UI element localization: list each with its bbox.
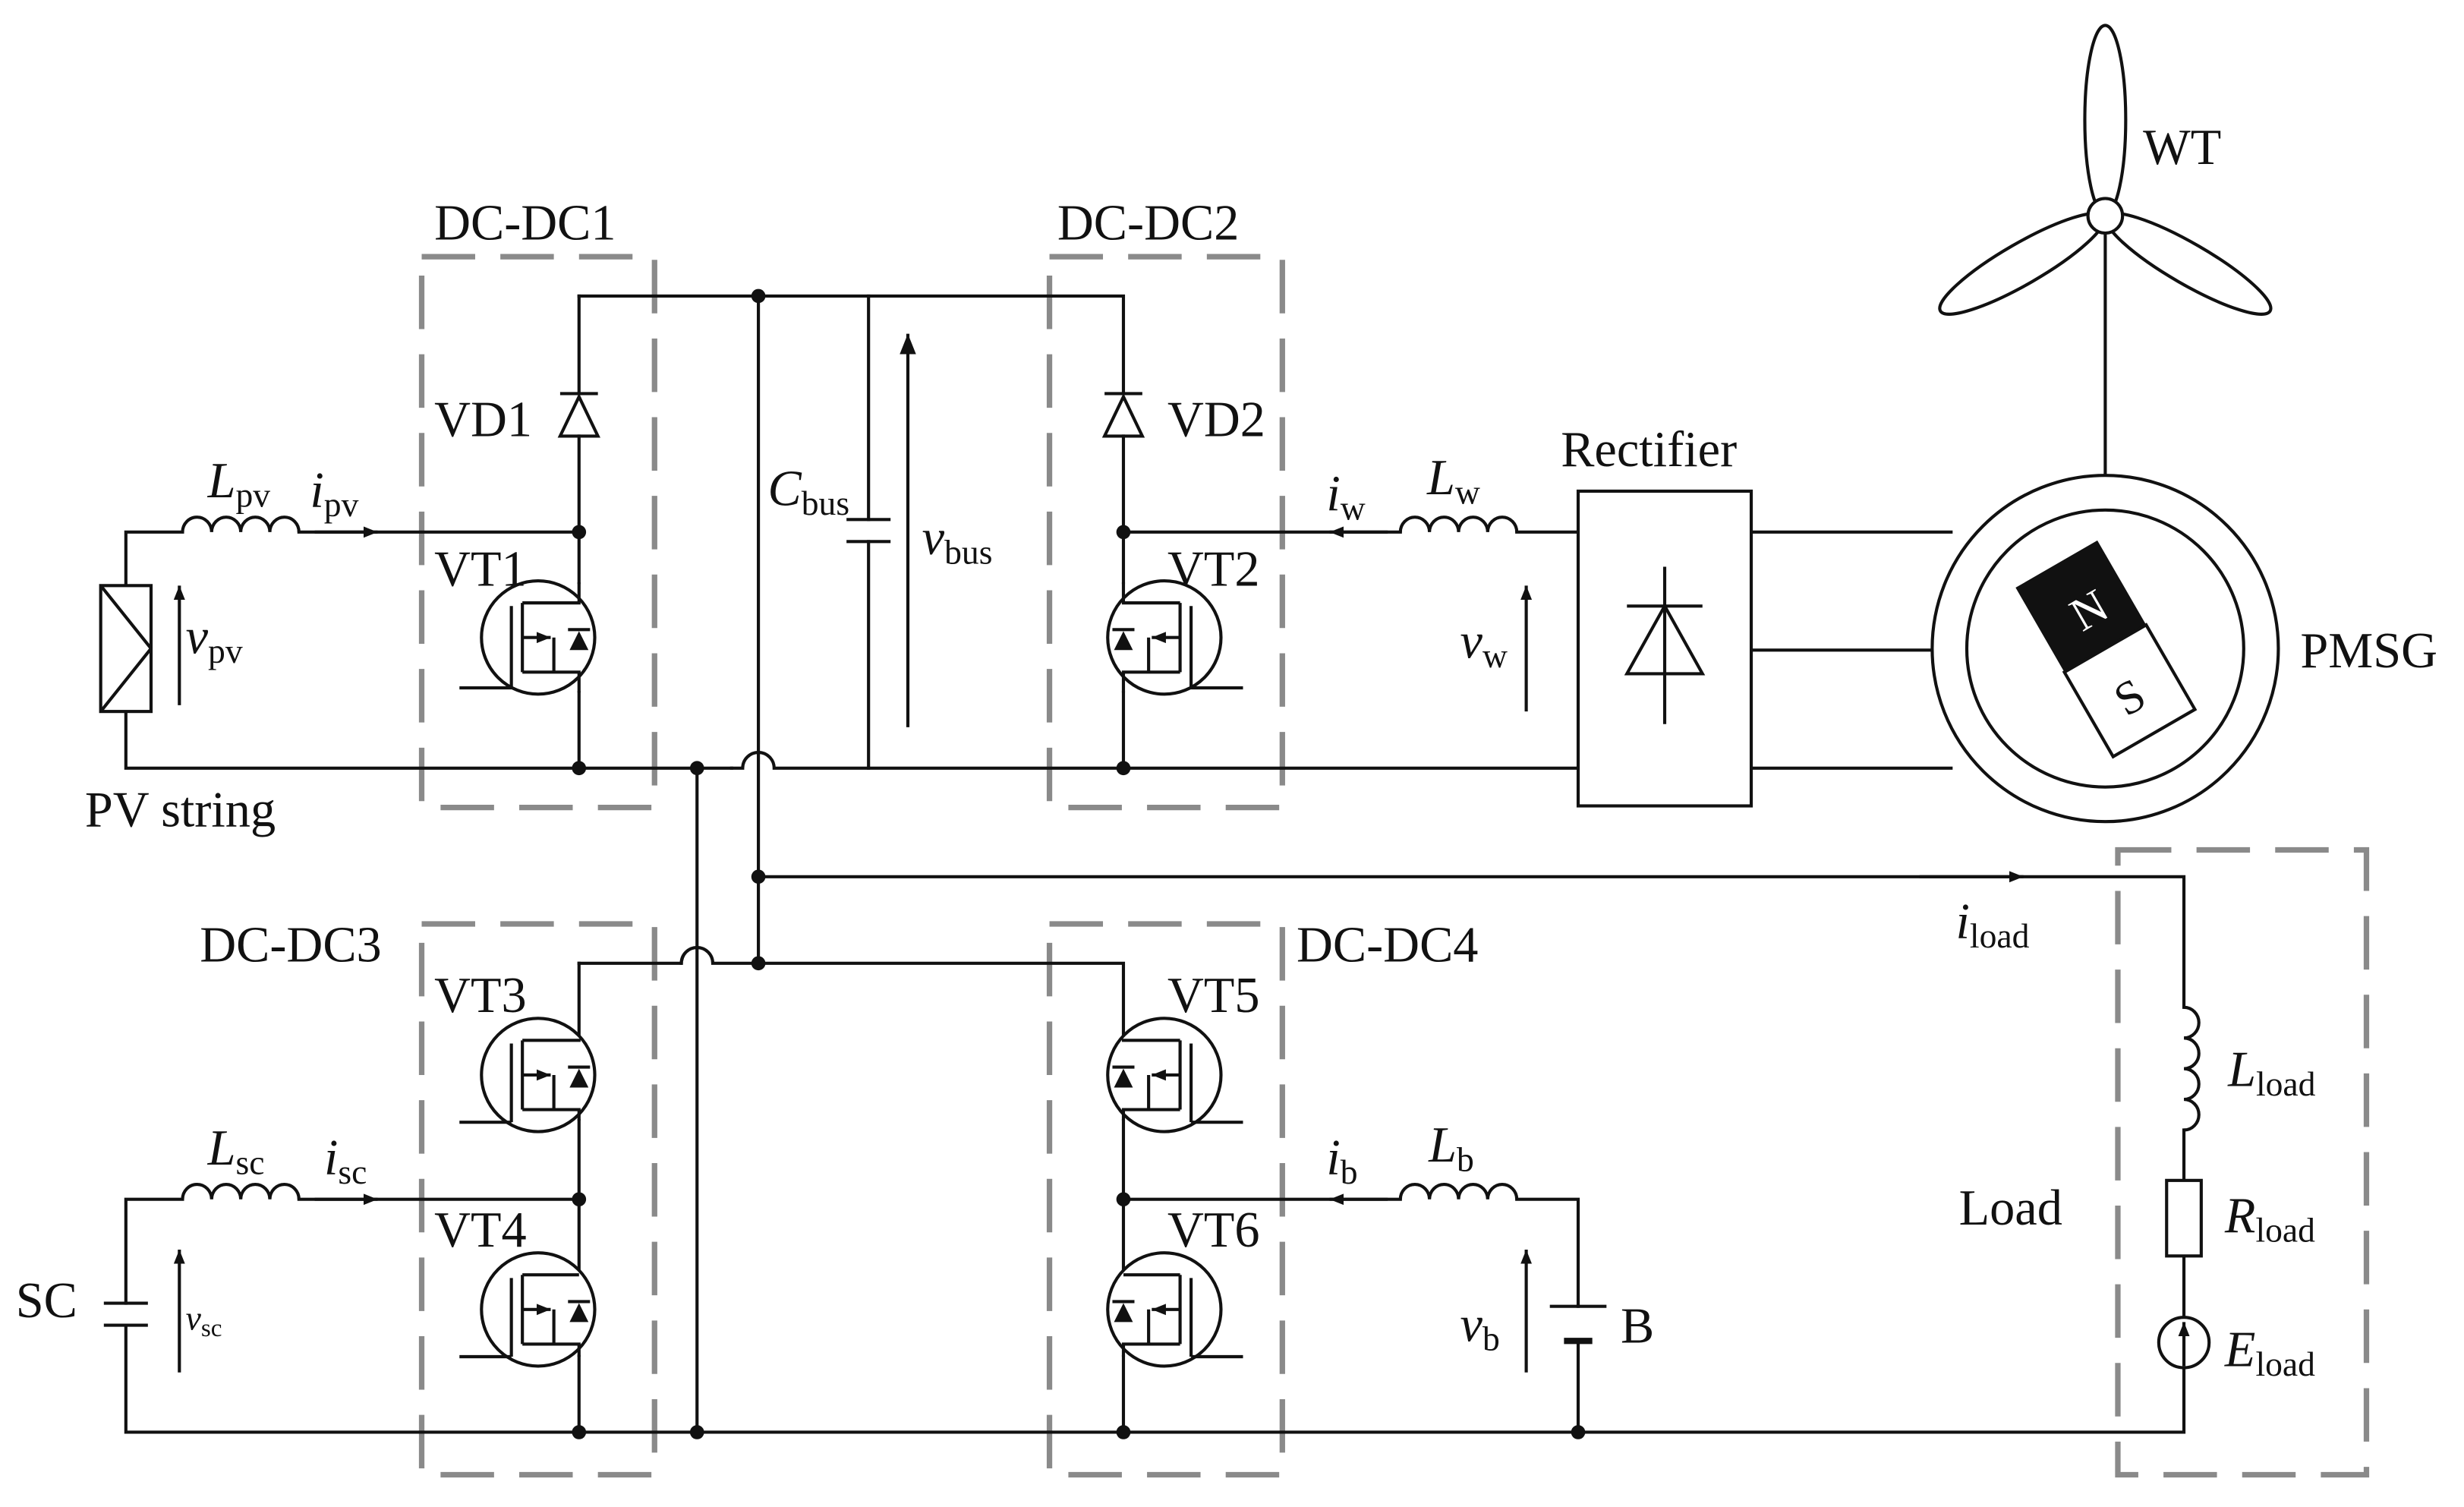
symbol-v-w: vw (1460, 614, 1508, 675)
diode-vd2 (1101, 392, 1145, 438)
inductor-lw (1398, 515, 1519, 532)
label-dcdc4: DC-DC4 (1297, 918, 1478, 973)
label-rectifier: Rectifier (1561, 422, 1737, 478)
wiring (124, 294, 2186, 1434)
mosfet-vt6 (1106, 1251, 1243, 1368)
mosfet-vt1 (459, 579, 597, 696)
mosfet-vt3 (459, 1017, 597, 1133)
symbol-r-load: Rload (2224, 1188, 2315, 1249)
symbol-v-sc: vsc (186, 1299, 222, 1342)
symbol-c-bus: Cbus (768, 462, 850, 522)
label-vt5: VT5 (1167, 968, 1260, 1023)
label-vd2: VD2 (1167, 392, 1265, 447)
label-pv-string: PV string (85, 782, 276, 837)
label-dcdc3: DC-DC3 (200, 918, 381, 973)
label-vt3: VT3 (434, 968, 527, 1023)
label-vd1: VD1 (434, 392, 532, 447)
label-pmsg: PMSG (2300, 623, 2437, 679)
symbol-i-load: iload (1955, 894, 2029, 955)
mosfet-vt4 (459, 1251, 597, 1368)
permanent-magnet (2015, 540, 2198, 759)
symbol-i-b: ib (1326, 1130, 1357, 1191)
converter-boxes (418, 254, 2370, 1478)
pv-module (99, 584, 153, 714)
battery-b (1549, 1304, 1607, 1345)
pmsg-generator (1930, 474, 2280, 824)
label-vt2: VT2 (1167, 541, 1260, 597)
label-vt4: VT4 (434, 1203, 527, 1258)
label-vt6: VT6 (1167, 1203, 1260, 1258)
inductor-lsc (181, 1183, 301, 1200)
label-vt1: VT1 (434, 541, 527, 597)
load-resistor (2165, 1178, 2203, 1258)
inductor-lpv (181, 515, 301, 532)
symbol-i-sc: isc (324, 1130, 367, 1191)
label-battery: B (1621, 1298, 1654, 1354)
label-sc: SC (16, 1273, 77, 1329)
label-dcdc2: DC-DC2 (1057, 195, 1239, 251)
symbol-v-bus: vbus (922, 510, 993, 571)
mosfet-vt2 (1106, 579, 1243, 696)
capacitor-sc (103, 1301, 148, 1327)
wind-turbine (1938, 24, 2273, 476)
arrows (173, 333, 2024, 1373)
label-dcdc1: DC-DC1 (434, 195, 616, 251)
load-emf-source (2157, 1316, 2211, 1370)
symbol-l-pv: Lpv (207, 453, 271, 514)
inductor-lb (1398, 1183, 1519, 1200)
diode-vd1 (557, 392, 600, 438)
symbol-l-sc: Lsc (207, 1121, 265, 1181)
symbol-e-load: Eload (2224, 1322, 2315, 1382)
symbol-l-load: Lload (2227, 1042, 2316, 1102)
rectifier-block (1576, 489, 1753, 808)
capacitor-cbus (846, 518, 891, 544)
symbol-v-pv: vpv (186, 609, 243, 670)
symbol-l-b: Lb (1428, 1118, 1474, 1178)
mosfet-vt5 (1106, 1017, 1243, 1133)
symbol-i-w: iw (1326, 466, 1365, 527)
symbol-i-pv: ipv (310, 463, 358, 524)
load-box (2115, 847, 2370, 1478)
inductors (181, 515, 2201, 1200)
symbol-v-b: vb (1460, 1297, 1500, 1357)
symbol-l-w: Lw (1426, 450, 1480, 511)
junction-dots (572, 288, 1586, 1439)
label-load: Load (1959, 1181, 2062, 1236)
label-wt: WT (2143, 120, 2221, 175)
inductor-lload (2183, 1005, 2201, 1132)
